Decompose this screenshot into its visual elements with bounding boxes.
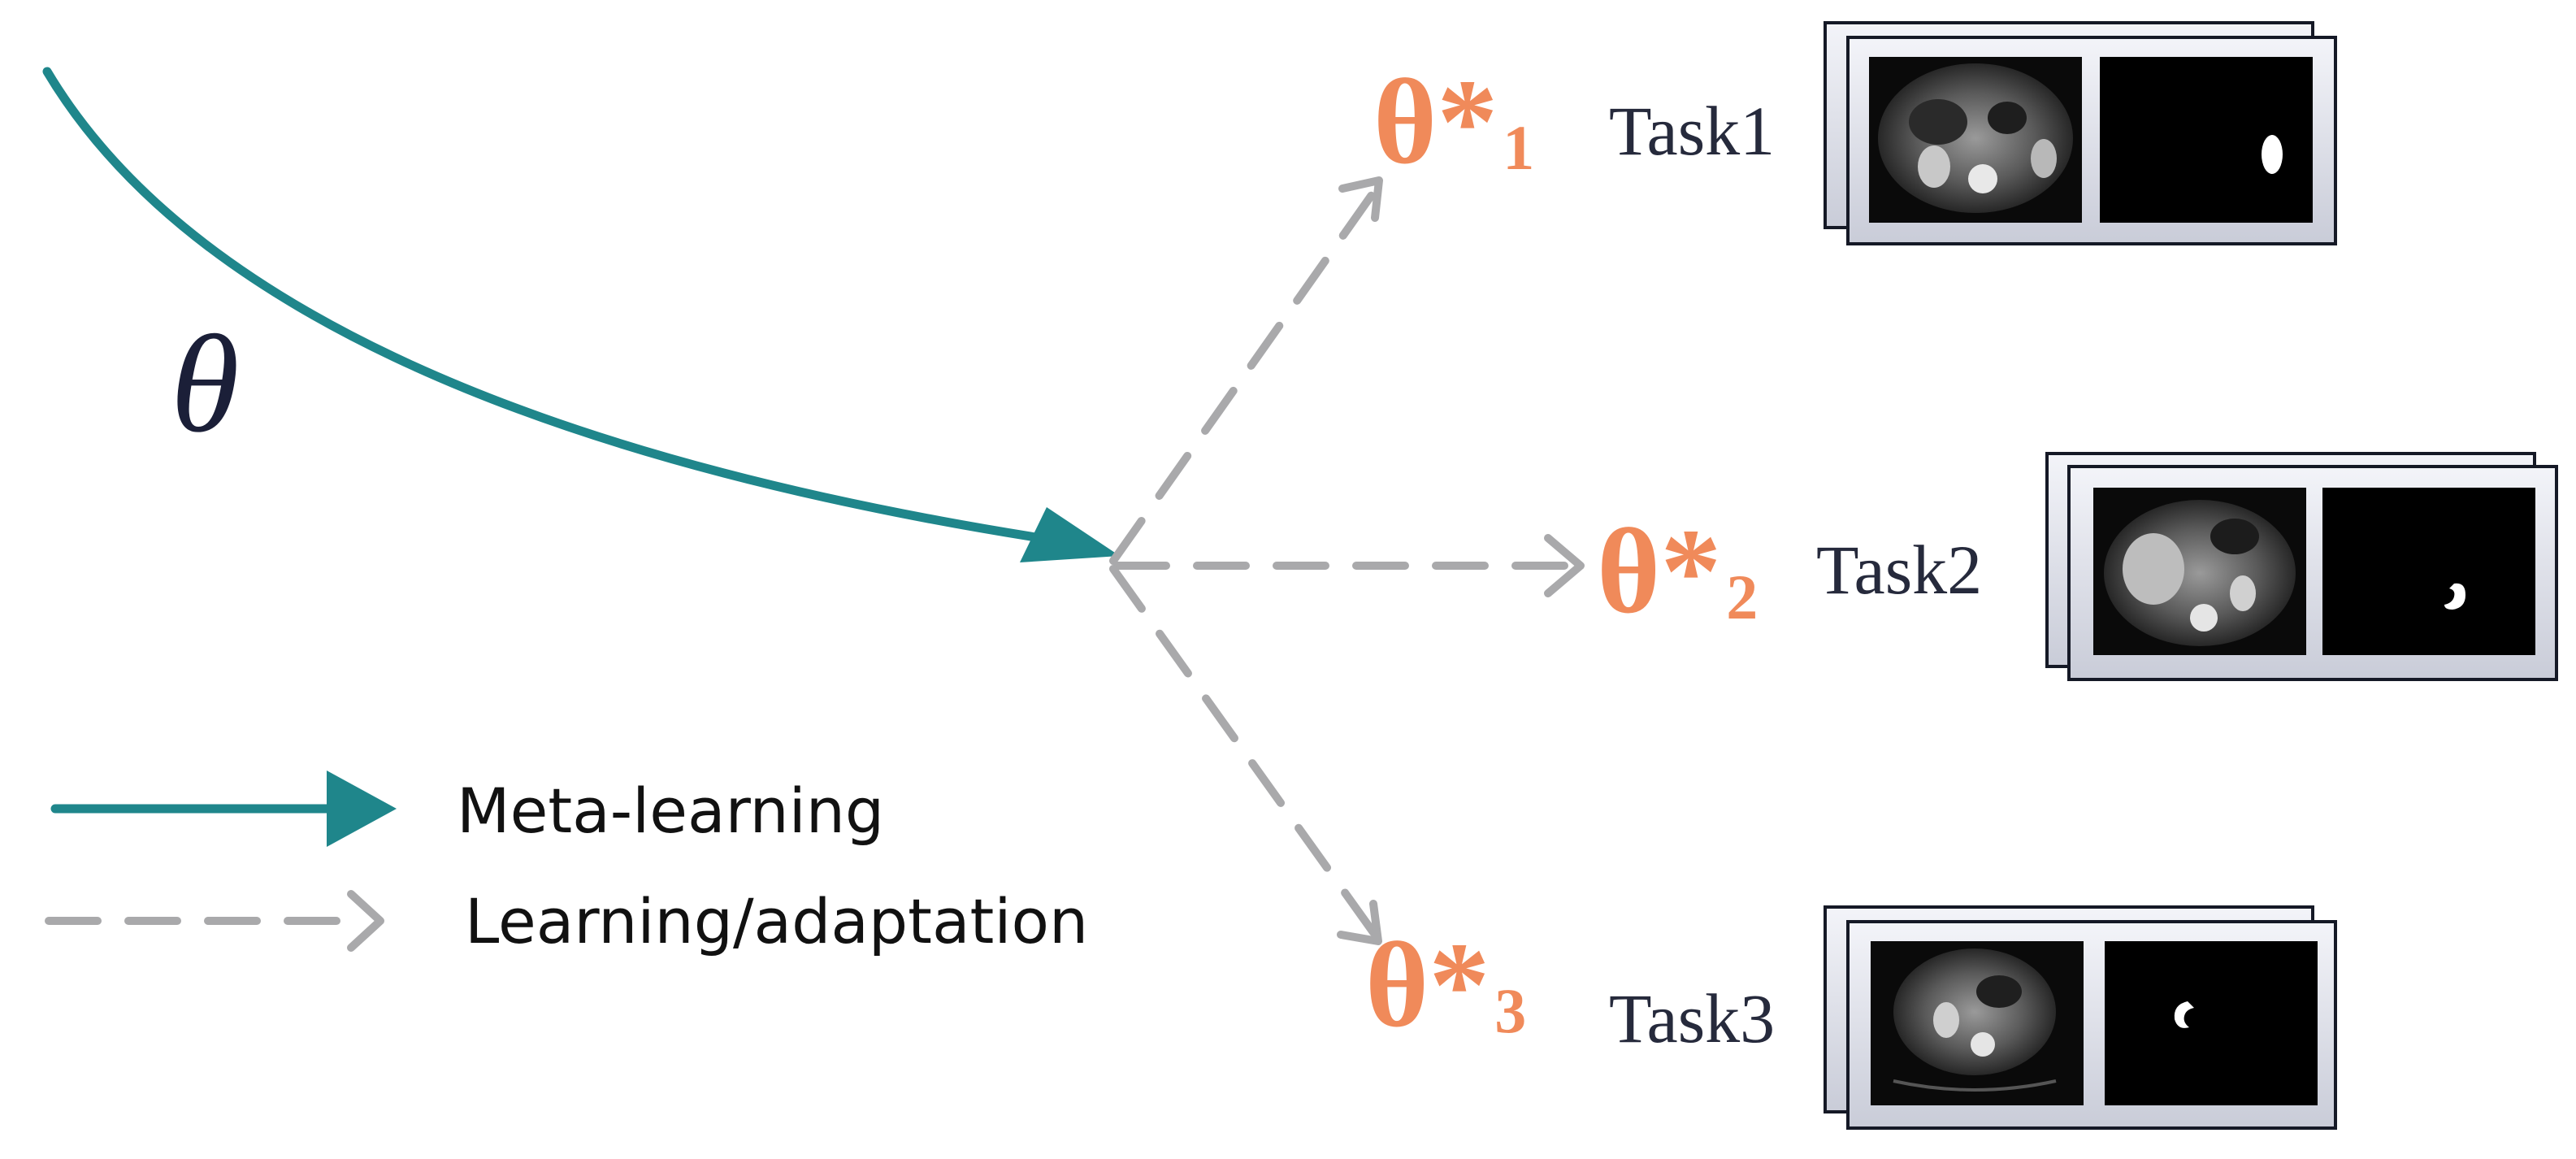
legend-adapt-arrowhead: [347, 890, 384, 952]
task-label-1: Task1: [1609, 92, 1775, 170]
task-label-3: Task3: [1609, 979, 1775, 1057]
task2-mask-image: [2322, 488, 2535, 655]
task3-mask-image: [2105, 941, 2318, 1105]
task1-ct-organ-a: [1909, 99, 1967, 145]
task1-ct-kidney-r: [2031, 139, 2057, 178]
task-label-2: Task2: [1816, 531, 1982, 609]
task2-ct-liver: [2123, 533, 2184, 605]
task1-ct-organ-b: [1988, 102, 2027, 134]
theta-star-1: θ*1: [1373, 54, 1534, 189]
theta-star-3-base: θ*: [1365, 918, 1490, 1053]
theta-star-3-sub: 3: [1494, 975, 1526, 1046]
adaptation-arrows: [1109, 176, 1585, 945]
task3-mask-blob: [2174, 1001, 2194, 1028]
theta-star-1-base: θ*: [1373, 54, 1498, 189]
theta-star-2-sub: 2: [1726, 562, 1758, 632]
task2-ct-spine: [2190, 604, 2218, 632]
task1-ct-spine: [1968, 164, 1997, 193]
task2-ct-bowel: [2210, 519, 2259, 554]
adapt-arrowhead-1: [1338, 176, 1383, 222]
theta-star-1-sub: 1: [1503, 112, 1534, 183]
legend-meta-label: Meta-learning: [457, 775, 884, 847]
svg-text:θ*3: θ*3: [1365, 918, 1526, 1053]
task3-ct-organ: [1976, 975, 2022, 1008]
meta-learning-curve: [42, 67, 1061, 545]
task3-ct-kidney: [1933, 1002, 1959, 1038]
task-image-stack-1: [1824, 21, 2337, 245]
svg-text:θ*2: θ*2: [1597, 504, 1758, 639]
task-image-stack-2: [2045, 452, 2558, 681]
task3-ct-table-line: [1893, 1079, 2057, 1092]
legend-adapt-label: Learning/adaptation: [465, 885, 1088, 957]
adapt-arrow-1: [1109, 183, 1381, 565]
theta-star-3: θ*3: [1365, 918, 1526, 1053]
task1-ct-kidney-l: [1918, 145, 1950, 188]
task1-mask-image: [2100, 57, 2313, 223]
theta-star-2-base: θ*: [1597, 504, 1721, 639]
legend-meta-arrowhead: [327, 770, 397, 847]
meta-learning-arrowhead: [1020, 507, 1120, 562]
task-image-stack-3: [1824, 905, 2337, 1130]
task3-ct-body: [1893, 948, 2056, 1075]
adapt-arrow-3: [1109, 565, 1379, 939]
adapt-arrowhead-2: [1544, 534, 1585, 597]
theta-star-2: θ*2: [1597, 504, 1758, 639]
task3-ct-spine: [1971, 1032, 1995, 1057]
legend: Meta-learning Learning/adaptation: [45, 770, 1088, 957]
task2-ct-kidney: [2230, 575, 2256, 611]
theta-label: θ: [171, 307, 240, 462]
task2-mask-blob: [2444, 583, 2465, 610]
svg-text:θ*1: θ*1: [1373, 54, 1534, 189]
task1-mask-blob: [2262, 135, 2283, 174]
adapt-arrowhead-3: [1337, 900, 1382, 945]
